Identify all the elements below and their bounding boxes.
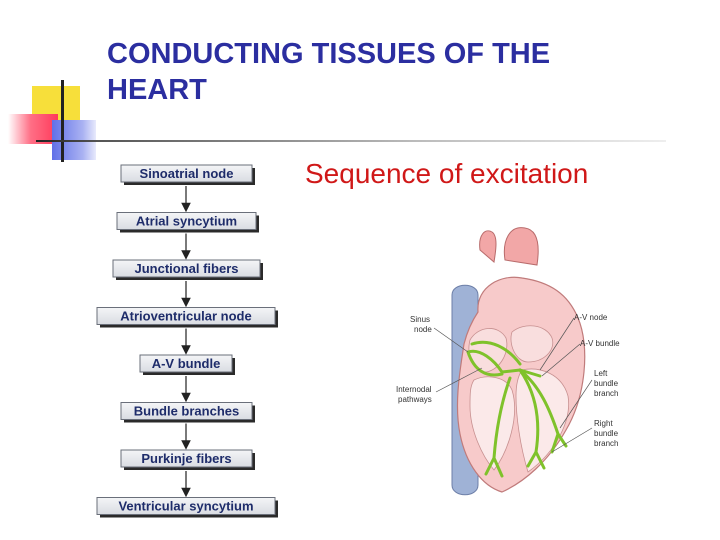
decor-red-bar (8, 114, 58, 144)
flow-step-box (120, 402, 253, 420)
flow-step-label: A-V bundle (152, 356, 221, 371)
flow-step-label: Bundle branches (134, 404, 239, 419)
heart-aorta (503, 227, 539, 266)
flow-step-box (139, 354, 233, 373)
label-av-bundle: A-V bundle (580, 339, 620, 348)
conduction-pathways (466, 340, 568, 478)
flow-step-label: Ventricular syncytium (118, 499, 253, 514)
flow-step: Sinoatrial node (120, 164, 255, 185)
label-av-node: A-V node (574, 313, 608, 322)
flow-step-label: Atrial syncytium (136, 214, 237, 229)
flow-step-label: Sinoatrial node (140, 166, 234, 181)
flow-step: Atrioventricular node (96, 307, 278, 328)
decor-vertical-line (61, 80, 64, 162)
flow-step: Ventricular syncytium (96, 497, 278, 518)
slide-title: CONDUCTING TISSUES OF THE HEART (107, 38, 551, 106)
flow-step: Purkinje fibers (120, 449, 255, 470)
heart-left-ventricle (515, 368, 570, 473)
slide-subtitle: Sequence of excitation (305, 158, 589, 189)
flow-step-box (112, 259, 261, 278)
heart-left-atrium (510, 325, 554, 363)
flow-step-box (116, 212, 257, 230)
flow-step-label: Purkinje fibers (141, 451, 231, 466)
flow-step-label: Junctional fibers (134, 261, 238, 276)
title-divider (36, 140, 666, 142)
flow-step: A-V bundle (139, 354, 235, 375)
flow-step-box (120, 449, 253, 468)
heart-vessel-left (479, 230, 497, 263)
flow-step-box (120, 164, 253, 183)
flow-step-box (96, 307, 276, 325)
flow-step-box (96, 497, 276, 515)
flow-step-label: Atrioventricular node (120, 309, 251, 324)
flow-step: Bundle branches (120, 402, 255, 423)
flow-step: Junctional fibers (112, 259, 263, 280)
flow-step: Atrial syncytium (116, 212, 259, 233)
